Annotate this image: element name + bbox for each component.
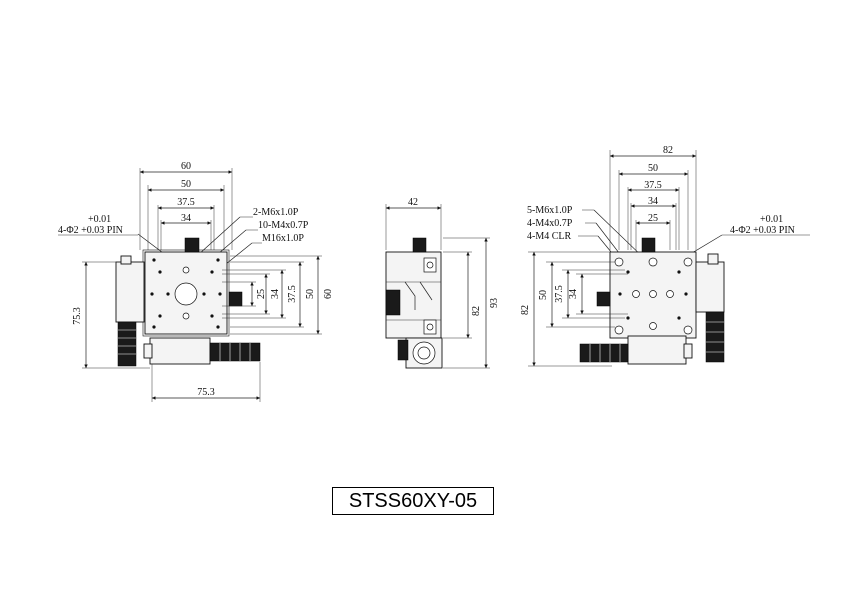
callout-m6: 2-M6x1.0P <box>253 207 299 218</box>
rear-dim-50: 50 <box>648 163 658 174</box>
side-dim-82: 82 <box>471 306 482 316</box>
dim-50: 50 <box>181 179 191 190</box>
callout-m4: 10-M4x0.7P <box>258 220 309 231</box>
rear-dim-left-37-5: 37.5 <box>554 285 565 303</box>
side-view: 42 82 93 <box>385 197 500 369</box>
dim-left-75-3: 75.3 <box>72 307 83 325</box>
rear-top-knob <box>641 237 656 253</box>
dim-34: 34 <box>181 213 191 224</box>
dim-bottom-75-3: 75.3 <box>197 387 215 398</box>
front-view: 60 50 37.5 34 +0.01 4-Φ2 +0.03 PIN 2-M6x… <box>58 161 334 402</box>
rear-pin-label: 4-Φ2 +0.03 PIN <box>730 225 795 236</box>
side-dim-42: 42 <box>408 197 418 208</box>
rear-left-knob <box>596 291 611 307</box>
dim-right-60: 60 <box>323 289 334 299</box>
rear-dim-left-82: 82 <box>520 305 531 315</box>
side-top-knob <box>412 237 427 253</box>
model-label: STSS60XY-05 <box>348 489 478 512</box>
rear-dim-25: 25 <box>648 213 658 224</box>
dim-right-25: 25 <box>256 289 267 299</box>
rear-view: 82 50 37.5 34 25 5-M6x1.0P 4-M4x0.7P 4-M… <box>520 145 810 367</box>
rear-callout-m4: 4-M4x0.7P <box>527 218 573 229</box>
rear-callout-m6: 5-M6x1.0P <box>527 205 573 216</box>
front-bottom-micrometer-housing <box>149 337 211 365</box>
pin-label: 4-Φ2 +0.03 PIN <box>58 225 123 236</box>
rear-right-micrometer <box>705 311 725 363</box>
model-label-box: STSS60XY-05 <box>332 487 494 515</box>
dim-right-50: 50 <box>305 289 316 299</box>
rear-bottom-micrometer <box>579 343 629 363</box>
center-bore <box>174 282 198 306</box>
rear-callout-m4-clr: 4-M4 CLR <box>527 231 572 242</box>
dim-right-37-5: 37.5 <box>287 285 298 303</box>
pin-tolerance: +0.01 <box>88 214 111 225</box>
dim-60: 60 <box>181 161 191 172</box>
callout-m16: M16x1.0P <box>262 233 304 244</box>
front-bottom-micrometer <box>209 342 261 362</box>
front-top-knob <box>184 237 200 253</box>
rear-bottom-micrometer-housing <box>627 335 687 365</box>
front-right-knob <box>228 291 243 307</box>
front-left-micrometer <box>117 321 137 367</box>
rear-dim-82: 82 <box>663 145 673 156</box>
dim-right-34: 34 <box>270 289 281 299</box>
rear-dim-34: 34 <box>648 196 658 207</box>
front-left-micrometer-housing <box>115 261 145 323</box>
rear-dim-left-50: 50 <box>538 290 549 300</box>
rear-right-micrometer-housing <box>695 261 725 313</box>
rear-dim-37-5: 37.5 <box>644 180 662 191</box>
rear-dim-left-34: 34 <box>568 289 579 299</box>
dim-37-5: 37.5 <box>177 197 195 208</box>
side-dim-93: 93 <box>489 298 500 308</box>
rear-pin-tolerance: +0.01 <box>760 214 783 225</box>
